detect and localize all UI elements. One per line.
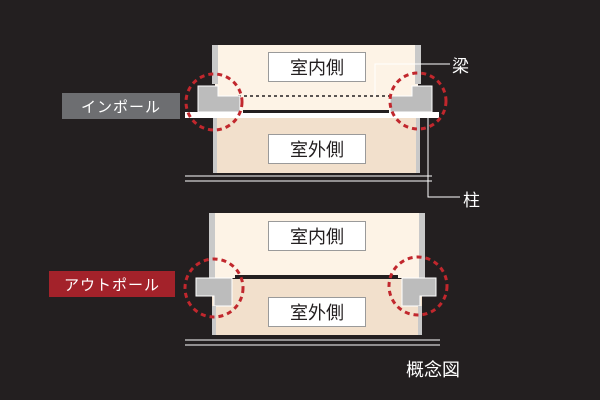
inpole-balcony-slab [185,112,439,118]
diagram-caption: 概念図 [406,360,460,381]
beam-callout: 梁 [452,57,469,77]
column-leader-line [427,118,460,198]
column-callout: 柱 [463,191,480,211]
inpole-left-highlight [184,72,244,132]
outpole-interior-wall [209,213,425,278]
outpole-left-highlight [183,257,245,319]
inpole-right-highlight [388,71,448,131]
outpole-inside-label: 室内側 [268,221,366,251]
inpole-badge: インポール [62,93,180,119]
outpole-right-column [401,277,437,307]
outpole-window-line [235,275,398,279]
outpole-outside-label: 室外側 [268,297,366,327]
inpole-inside-label: 室内側 [268,52,366,82]
beam-leader-line [374,63,450,96]
inpole-outside-label: 室外側 [268,134,366,164]
outpole-left-column [195,277,233,307]
inpole-window-line [243,110,389,113]
outpole-right-highlight [387,255,449,317]
outpole-badge: アウトポール [49,271,175,297]
